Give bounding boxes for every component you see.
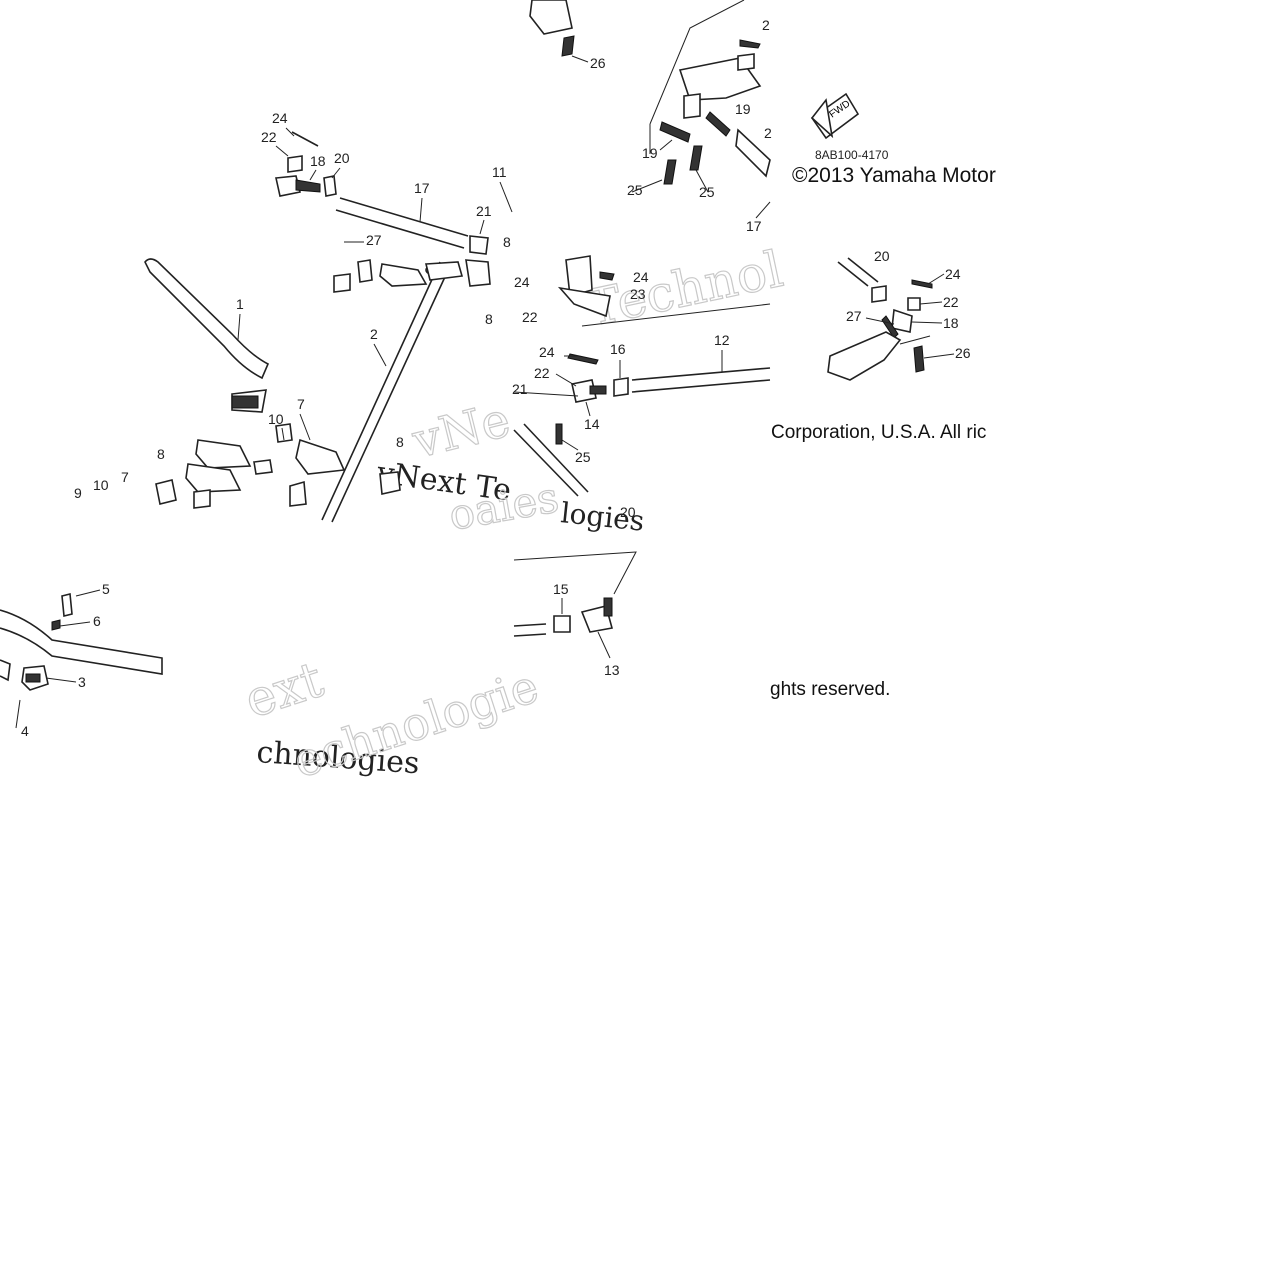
right-knuckle-assembly: [827, 257, 933, 381]
callout-18: 18: [943, 315, 959, 331]
callout-26: 26: [590, 55, 606, 71]
callout-20: 20: [620, 504, 636, 520]
callout-17: 17: [746, 218, 762, 234]
callout-19: 19: [642, 145, 658, 161]
watermark-ext: ext: [238, 650, 330, 729]
callout-18: 18: [310, 153, 326, 169]
callout-4: 4: [21, 723, 29, 739]
callout-8: 8: [503, 234, 511, 250]
copyright-line-1: ©2013 Yamaha Motor: [792, 164, 996, 187]
copyright-line-3: ghts reserved.: [770, 679, 891, 700]
handlebar-lower: [0, 592, 163, 691]
callout-8: 8: [157, 446, 165, 462]
callout-24: 24: [514, 274, 530, 290]
callout-20: 20: [874, 248, 890, 264]
callout-24: 24: [945, 266, 961, 282]
tie-rod-17: [275, 131, 469, 249]
callout-11: 11: [492, 164, 507, 180]
callout-labels: 24 22 18 20 17 11 21 8 27 8 22 24 1 2 10…: [21, 17, 971, 739]
watermark-technol: Technol: [582, 240, 787, 338]
callout-15: 15: [553, 581, 569, 597]
fwd-arrow-icon: FWD: [810, 92, 860, 140]
callout-22: 22: [534, 365, 550, 381]
steering-arm-center: [557, 255, 771, 327]
callout-24: 24: [633, 269, 649, 285]
clamp-parts: [155, 235, 491, 509]
copyright-line-2: Corporation, U.S.A. All ric: [771, 422, 987, 443]
callout-25: 25: [699, 184, 715, 200]
callout-19: 19: [735, 101, 751, 117]
callout-10: 10: [93, 477, 109, 493]
callout-3: 3: [78, 674, 86, 690]
callout-22: 22: [261, 129, 277, 145]
callout-14: 14: [584, 416, 600, 432]
tie-rod-lower: [513, 423, 637, 637]
steering-arm-upper: [529, 0, 771, 185]
handlebar-1: [144, 258, 270, 413]
callout-2: 2: [764, 125, 772, 141]
steering-column-2: [321, 261, 464, 523]
callout-2: 2: [762, 17, 770, 33]
callout-22: 22: [943, 294, 959, 310]
callout-7: 7: [297, 396, 305, 412]
watermark-vne: vNe: [406, 392, 515, 470]
callout-13: 13: [604, 662, 620, 678]
callout-27: 27: [366, 232, 382, 248]
callout-8: 8: [396, 434, 404, 450]
callout-5: 5: [102, 581, 110, 597]
callout-23: 23: [630, 286, 646, 302]
callout-25: 25: [627, 182, 643, 198]
callout-24: 24: [539, 344, 555, 360]
callout-24: 24: [272, 110, 288, 126]
watermark-group: Technol vNext Te vNe chnologies echnolog…: [237, 239, 788, 789]
callout-leader-lines: [15, 55, 955, 729]
callout-6: 6: [93, 613, 101, 629]
callout-2: 2: [370, 326, 378, 342]
callout-1: 1: [236, 296, 244, 312]
callout-27: 27: [846, 308, 862, 324]
tile-gaps: [770, 190, 1285, 250]
callout-17: 17: [414, 180, 430, 196]
callout-20: 20: [334, 150, 350, 166]
callout-26: 26: [955, 345, 971, 361]
callout-21: 21: [512, 381, 528, 397]
callout-21: 21: [476, 203, 492, 219]
callout-25: 25: [575, 449, 591, 465]
callout-22: 22: [522, 309, 538, 325]
callout-7: 7: [121, 469, 129, 485]
part-code: 8AB100-4170: [815, 148, 889, 162]
callout-9: 9: [74, 485, 82, 501]
callout-8: 8: [485, 311, 493, 327]
callout-12: 12: [714, 332, 730, 348]
callout-16: 16: [610, 341, 626, 357]
callout-10: 10: [268, 411, 284, 427]
